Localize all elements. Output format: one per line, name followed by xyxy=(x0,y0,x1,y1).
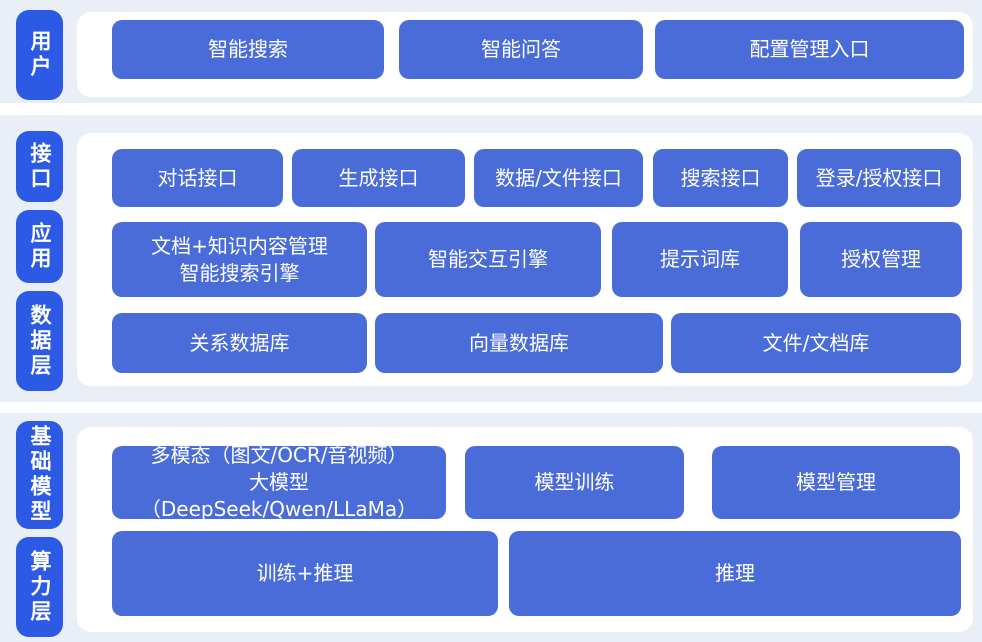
node-relational-database: 关系数据库 xyxy=(112,313,367,373)
node-login-auth-api-label: 登录/授权接口 xyxy=(815,165,943,190)
layer-pill-user-label: 用户 xyxy=(28,30,52,80)
node-doc-knowledge-search-engine-label: 文档+知识内容管理 智能搜索引擎 xyxy=(151,233,328,285)
node-search-api-label: 搜索接口 xyxy=(680,165,761,190)
node-search-api: 搜索接口 xyxy=(653,149,788,207)
node-smart-interaction-engine: 智能交互引擎 xyxy=(375,222,601,297)
node-vector-database: 向量数据库 xyxy=(375,313,663,373)
node-generation-api: 生成接口 xyxy=(292,149,465,207)
layer-pill-compute-layer-label: 算力层 xyxy=(28,549,52,625)
layer-pill-foundation-model-label: 基础模型 xyxy=(28,425,52,525)
node-relational-database-label: 关系数据库 xyxy=(189,330,290,355)
node-inference-label: 推理 xyxy=(715,561,755,585)
node-data-file-api-label: 数据/文件接口 xyxy=(495,165,622,190)
node-model-management: 模型管理 xyxy=(712,446,960,519)
node-dialog-api: 对话接口 xyxy=(112,149,283,207)
layer-pill-interface: 接口 xyxy=(16,131,63,202)
node-generation-api-label: 生成接口 xyxy=(338,165,419,190)
node-training-plus-inference-label: 训练+推理 xyxy=(256,561,354,585)
node-smart-qa: 智能问答 xyxy=(399,20,643,79)
node-dialog-api-label: 对话接口 xyxy=(157,165,238,190)
node-auth-management: 授权管理 xyxy=(800,222,962,297)
layer-pill-user: 用户 xyxy=(16,10,63,100)
layer-pill-compute-layer: 算力层 xyxy=(16,537,63,637)
layer-pill-application-label: 应用 xyxy=(28,221,52,272)
node-data-file-api: 数据/文件接口 xyxy=(474,149,643,207)
layer-pill-application: 应用 xyxy=(16,210,63,283)
layer-pill-interface-label: 接口 xyxy=(28,141,52,192)
node-config-management-entry: 配置管理入口 xyxy=(655,20,964,79)
node-model-training-label: 模型训练 xyxy=(534,470,615,494)
node-smart-qa-label: 智能问答 xyxy=(481,37,561,61)
node-smart-interaction-engine-label: 智能交互引擎 xyxy=(428,247,548,271)
layer-pill-data-layer: 数据层 xyxy=(16,291,63,391)
node-file-document-store-label: 文件/文档库 xyxy=(762,330,870,355)
node-auth-management-label: 授权管理 xyxy=(841,247,921,271)
node-prompt-library-label: 提示词库 xyxy=(660,247,740,271)
node-vector-database-label: 向量数据库 xyxy=(469,330,569,355)
node-config-management-entry-label: 配置管理入口 xyxy=(749,37,870,61)
node-inference: 推理 xyxy=(509,531,961,616)
node-doc-knowledge-search-engine: 文档+知识内容管理 智能搜索引擎 xyxy=(112,222,367,297)
node-smart-search: 智能搜索 xyxy=(112,20,384,79)
node-file-document-store: 文件/文档库 xyxy=(671,313,961,373)
layer-pill-foundation-model: 基础模型 xyxy=(16,421,63,529)
node-training-plus-inference: 训练+推理 xyxy=(112,531,498,616)
node-prompt-library: 提示词库 xyxy=(612,222,788,297)
node-multimodal-large-model: 多模态（图文/OCR/音视频） 大模型（DeepSeek/Qwen/LLaMa） xyxy=(112,443,446,521)
node-model-management-label: 模型管理 xyxy=(796,470,876,494)
node-smart-search-label: 智能搜索 xyxy=(208,37,288,61)
layer-pill-data-layer-label: 数据层 xyxy=(28,303,52,379)
node-model-training: 模型训练 xyxy=(465,446,684,519)
node-login-auth-api: 登录/授权接口 xyxy=(797,149,961,207)
node-multimodal-large-model-label: 多模态（图文/OCR/音视频） 大模型（DeepSeek/Qwen/LLaMa） xyxy=(140,443,418,521)
